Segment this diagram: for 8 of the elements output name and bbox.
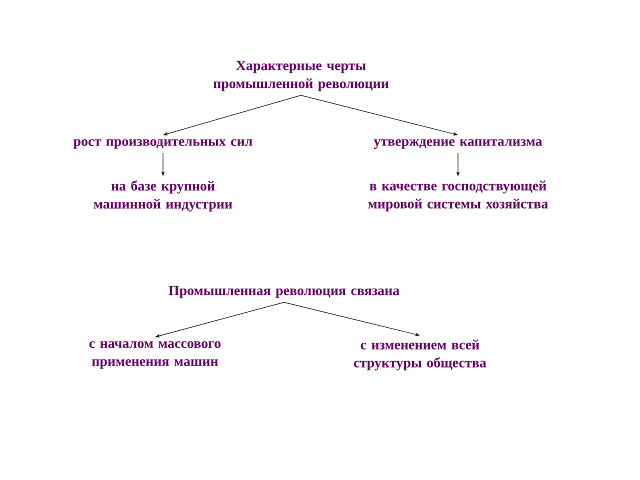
- node-text: на базе крупной машинной индустрии: [94, 180, 232, 212]
- node-text: с началом массового применения машин: [89, 341, 221, 369]
- node-text: рост производительных сил: [73, 139, 252, 149]
- node-text: в качестве господствующей мировой системы хозяйства: [368, 180, 548, 212]
- heading: Характерные черты промышленной революции: [213, 60, 389, 92]
- node-text: утверждение капитализма: [374, 139, 542, 149]
- node-text: с изменением всей структуры общества: [354, 340, 486, 370]
- heading: Промышленная революция связана: [168, 286, 400, 298]
